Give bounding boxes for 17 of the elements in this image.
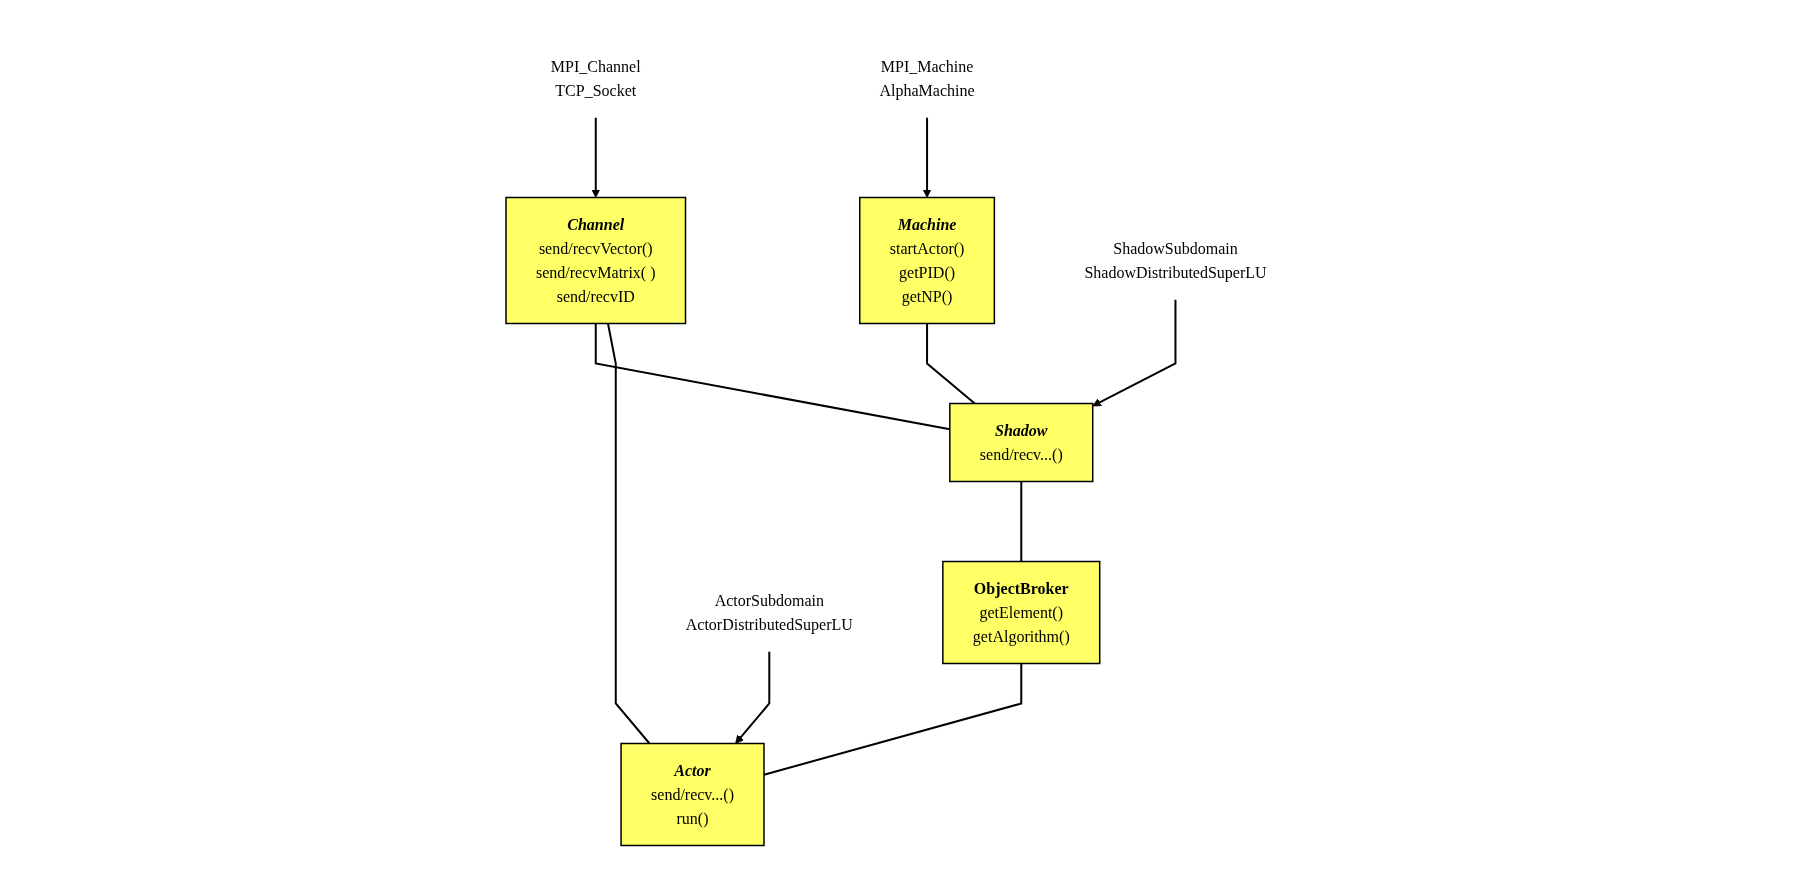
node-text: ShadowSubdomain ShadowDistributedSuperLU <box>1084 239 1267 281</box>
arrow <box>922 116 932 198</box>
node-box: Actor send/recv...() run() <box>620 742 765 847</box>
node-box: Machine startActor() getPID() getNP() <box>859 196 996 325</box>
connector <box>607 322 651 745</box>
connector <box>594 322 951 431</box>
arrow <box>1092 298 1177 407</box>
arrow <box>735 650 771 744</box>
node-text: MPI_Channel TCP_Socket <box>551 57 641 99</box>
node-text: ActorSubdomain ActorDistributedSuperLU <box>685 591 854 633</box>
node-box: ObjectBroker getElement() getAlgorithm() <box>942 560 1101 665</box>
connector <box>1020 480 1023 563</box>
connector <box>926 322 976 405</box>
node-box: Shadow send/recv...() <box>949 402 1094 483</box>
node-box: Channel send/recvVector() send/recvMatrix( ) send/recvID <box>505 196 687 325</box>
arrow <box>591 116 601 198</box>
node-text: MPI_Machine AlphaMachine <box>879 57 975 99</box>
